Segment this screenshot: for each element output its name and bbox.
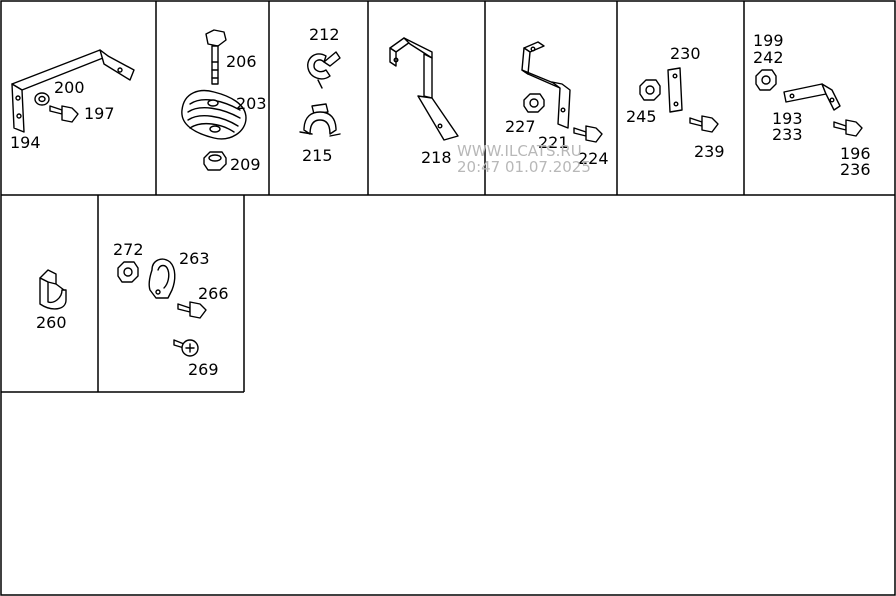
label-209: 209: [230, 155, 261, 174]
watermark-timestamp: 20:47 01.07.2025: [457, 158, 591, 176]
bracket-218-drawing: [389, 37, 459, 141]
label-215: 215: [302, 146, 333, 165]
nut-245-drawing: [639, 79, 661, 101]
label-233: 233: [772, 125, 803, 144]
label-203: 203: [236, 94, 267, 113]
label-269: 269: [188, 360, 219, 379]
clip-260-drawing: [39, 269, 67, 310]
nut-209-drawing: [203, 151, 227, 171]
panel-9: 272 263 266 269: [113, 240, 229, 379]
label-197: 197: [84, 104, 115, 123]
bolt-196-drawing: [833, 119, 863, 137]
clamp-263-drawing: [148, 258, 176, 299]
plate-230-drawing: [667, 67, 683, 113]
bolt-239-drawing: [689, 115, 719, 133]
label-239: 239: [694, 142, 725, 161]
label-199: 199: [753, 31, 784, 50]
label-194: 194: [10, 133, 41, 152]
label-230: 230: [670, 44, 701, 63]
label-212: 212: [309, 25, 340, 44]
label-200: 200: [54, 78, 85, 97]
clamp-215-drawing: [299, 103, 341, 137]
panel-4: 218: [389, 37, 459, 167]
label-193: 193: [772, 109, 803, 128]
label-263: 263: [179, 249, 210, 268]
label-266: 266: [198, 284, 229, 303]
bolt-224-drawing: [573, 125, 603, 143]
panel-6: 230 245 239: [626, 44, 725, 161]
label-206: 206: [226, 52, 257, 71]
watermark: WWW.ILCATS.RU 20:47 01.07.2025: [457, 142, 591, 176]
panel-1: 200 197 194: [10, 49, 135, 152]
label-242: 242: [753, 48, 784, 67]
nut-199-drawing: [755, 69, 777, 91]
bolt-206-drawing: [205, 29, 227, 85]
panel-5: 227 221 224: [505, 41, 609, 168]
label-196: 196: [840, 144, 871, 163]
bracket-194-drawing: [11, 49, 135, 133]
label-236: 236: [840, 160, 871, 179]
panel-2: 206 203 209: [181, 29, 267, 174]
clip-212-drawing: [307, 51, 341, 89]
bolt-266-drawing: [177, 301, 207, 319]
label-218: 218: [421, 148, 452, 167]
bracket-221-drawing: [521, 41, 571, 129]
nut-272-drawing: [117, 261, 139, 283]
label-245: 245: [626, 107, 657, 126]
nut-227-drawing: [523, 93, 545, 113]
label-224: 224: [578, 149, 609, 168]
label-272: 272: [113, 240, 144, 259]
label-260: 260: [36, 313, 67, 332]
bracket-193-drawing: [783, 83, 841, 111]
label-221: 221: [538, 133, 569, 152]
panel-7: 199 242 193 233 196 236: [753, 31, 871, 179]
panel-8: 260: [36, 269, 67, 332]
panel-3: 212 215: [299, 25, 341, 165]
bolt-269-drawing: [173, 339, 199, 357]
washer-200-drawing: [34, 92, 50, 106]
clamp-203-drawing: [181, 89, 247, 140]
bolt-197-drawing: [49, 105, 79, 123]
watermark-site: WWW.ILCATS.RU: [457, 142, 582, 160]
label-227: 227: [505, 117, 536, 136]
